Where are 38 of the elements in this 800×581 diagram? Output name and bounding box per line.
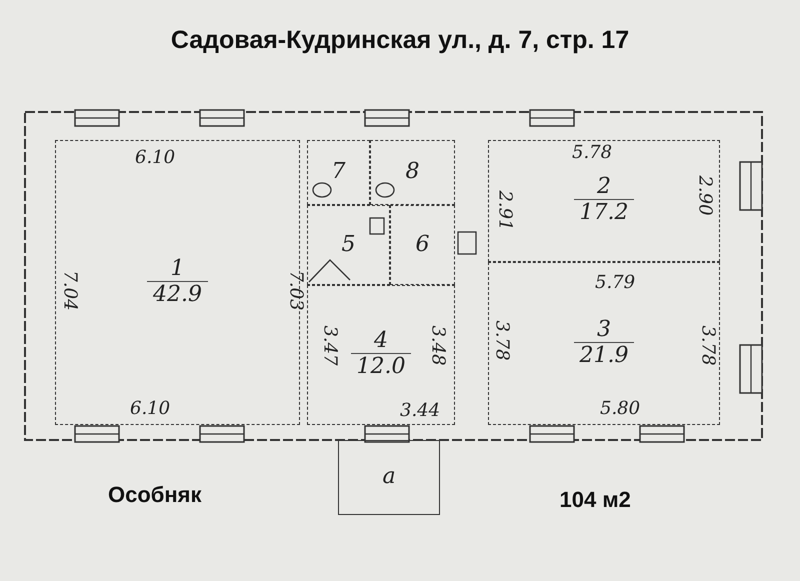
room-outline: [488, 140, 720, 262]
room-area: 12.0: [350, 353, 412, 381]
dimension-label: 5.80: [600, 398, 640, 418]
room-outline: [390, 205, 455, 285]
dimension-label: 6.10: [135, 146, 176, 168]
room-number: 7: [332, 160, 346, 185]
plan-title: Садовая-Кудринская ул., д. 7, стр. 17: [170, 26, 630, 55]
room-outline: [307, 205, 390, 285]
dimension-label: 6.10: [130, 398, 170, 418]
plan-caption: 104 м2: [560, 487, 631, 513]
dimension-label: 3.44: [400, 400, 440, 420]
room-number: 5: [342, 232, 356, 258]
room-number: 6: [416, 232, 430, 258]
dimension-label: 2.91: [494, 190, 516, 230]
room-number: 4: [374, 329, 388, 354]
room-area: 17.2: [574, 199, 634, 227]
dimension-label: 5.79: [595, 272, 636, 292]
room-number: 2: [597, 175, 611, 200]
dimension-label: 3.48: [428, 324, 449, 366]
plan-caption: Особняк: [108, 482, 202, 508]
room-number: 3: [597, 318, 611, 342]
room-area: 21.9: [574, 342, 634, 370]
porch-outline: [338, 440, 440, 515]
dimension-label: 2.90: [694, 174, 716, 216]
dimension-label: 3.78: [492, 320, 513, 360]
room-number: 8: [406, 160, 420, 185]
room-area: 42.9: [147, 280, 208, 308]
room-outline: [307, 140, 370, 205]
room-number: a: [382, 465, 396, 490]
dimension-label: 7.04: [60, 270, 81, 310]
dimension-label: 3.47: [320, 324, 341, 366]
dimension-label: 5.78: [572, 142, 612, 162]
room-number: 1: [170, 256, 184, 281]
dimension-label: 7.03: [286, 270, 307, 310]
room-outline: [307, 285, 455, 425]
room-outline: [370, 140, 455, 205]
dimension-label: 3.78: [698, 324, 719, 366]
room-outline: [488, 262, 720, 425]
